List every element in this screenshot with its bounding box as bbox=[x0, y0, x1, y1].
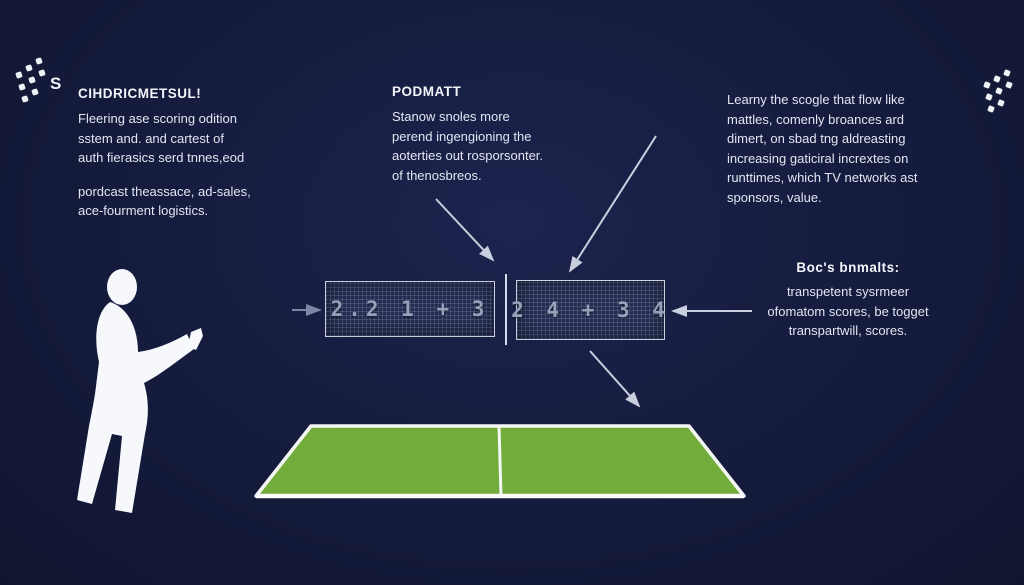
right-lower-block-paragraph: transpetent sysrmeer ofomatom scores, be… bbox=[767, 284, 929, 338]
tennis-court bbox=[254, 424, 746, 499]
left-block-paragraph-1: Fleering ase scoring odition sstem and. … bbox=[78, 111, 245, 165]
middle-text-block: PODMATT Stanow snoles more perend ingeng… bbox=[392, 84, 592, 185]
left-block-title: CIHDRICMETSUL! bbox=[78, 86, 202, 101]
scoreboard-left: 2.2 1 + 3 bbox=[325, 281, 495, 337]
scoreboard-right: 2 4 + 3 4 bbox=[511, 280, 665, 340]
right-text-block: Learny the scogle that flow like mattles… bbox=[727, 90, 967, 207]
scoreboard-divider bbox=[505, 274, 507, 345]
middle-block-paragraph: Stanow snoles more perend ingengioning t… bbox=[392, 109, 544, 183]
player-silhouette bbox=[70, 266, 204, 529]
dots-pattern-icon bbox=[968, 68, 1018, 116]
arrow-middle-to-left-board bbox=[435, 198, 495, 262]
arrow-boards-to-court bbox=[589, 350, 641, 408]
left-text-block: CIHDRICMETSUL! Fleering ase scoring odit… bbox=[78, 86, 308, 221]
scoreboard-right-digits: 2 4 + 3 4 bbox=[511, 298, 670, 322]
right-lower-text-block: Boc's bnmalts: transpetent sysrmeer ofom… bbox=[748, 260, 948, 341]
middle-block-title: PODMATT bbox=[392, 84, 462, 99]
right-lower-block-title: Boc's bnmalts: bbox=[796, 260, 900, 275]
scoreboard-left-digits: 2.2 1 + 3 bbox=[330, 297, 490, 321]
right-block-paragraph: Learny the scogle that flow like mattles… bbox=[727, 92, 918, 205]
brand-glyph: S bbox=[50, 74, 62, 93]
dots-pattern-icon bbox=[8, 56, 54, 106]
left-block-paragraph-2: pordcast theassace, ad-sales, ace-fourme… bbox=[78, 183, 251, 219]
